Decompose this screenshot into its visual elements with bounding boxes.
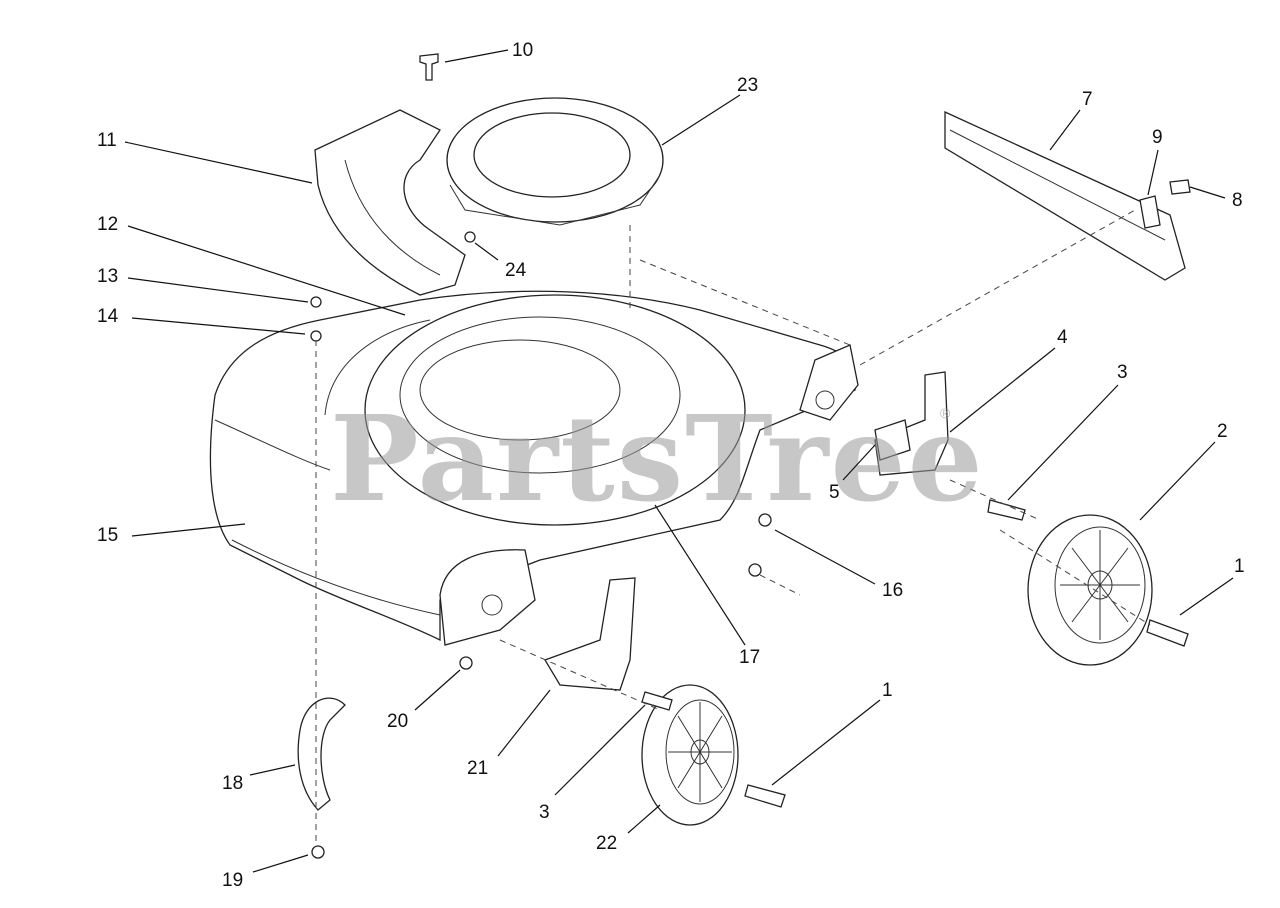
small-hardware <box>310 53 1191 859</box>
front-wheel <box>641 684 739 826</box>
callout-1-rear: 1 <box>1234 556 1245 577</box>
watermark-registered-mark: ® <box>940 405 951 421</box>
watermark: PartsTree ® <box>330 389 985 528</box>
callout-7: 7 <box>1082 89 1093 110</box>
callout-22: 22 <box>596 833 617 854</box>
callout-1-front: 1 <box>882 680 893 701</box>
callout-10: 10 <box>512 40 533 61</box>
rear-handle-clip <box>297 697 346 811</box>
callout-labels: 10 23 11 7 9 8 12 24 13 14 4 3 2 5 15 16… <box>97 40 1245 891</box>
callout-9: 9 <box>1152 127 1163 148</box>
callout-3-front: 3 <box>539 802 550 823</box>
callout-20: 20 <box>387 711 408 732</box>
callout-11: 11 <box>97 130 117 151</box>
deck-center-opening <box>364 294 746 526</box>
callout-13: 13 <box>97 266 118 287</box>
callout-16: 16 <box>882 580 903 601</box>
discharge-chute <box>314 109 466 296</box>
height-adjuster-front <box>544 577 636 691</box>
assembly-guides <box>315 209 1151 845</box>
rear-wheel <box>1027 514 1153 666</box>
rear-bracket <box>799 344 859 421</box>
height-adjuster-rear <box>874 371 949 476</box>
callout-3-rear: 3 <box>1117 362 1128 383</box>
callout-5: 5 <box>829 482 840 503</box>
callout-2: 2 <box>1217 421 1228 442</box>
callout-12: 12 <box>97 214 118 235</box>
callout-23: 23 <box>737 75 758 96</box>
callout-14: 14 <box>97 306 119 327</box>
callout-8: 8 <box>1232 190 1243 211</box>
leader-lines <box>124 49 1234 873</box>
callout-15: 15 <box>97 525 118 546</box>
callout-24: 24 <box>505 260 527 281</box>
watermark-text: PartsTree <box>330 389 985 528</box>
callout-17: 17 <box>739 647 760 668</box>
callout-4: 4 <box>1057 327 1068 348</box>
callout-18: 18 <box>222 773 243 794</box>
callout-21: 21 <box>467 758 488 779</box>
blade <box>944 110 1186 281</box>
engine-adapter-ring <box>446 97 664 226</box>
callout-19: 19 <box>222 870 243 891</box>
front-bracket <box>439 549 536 646</box>
